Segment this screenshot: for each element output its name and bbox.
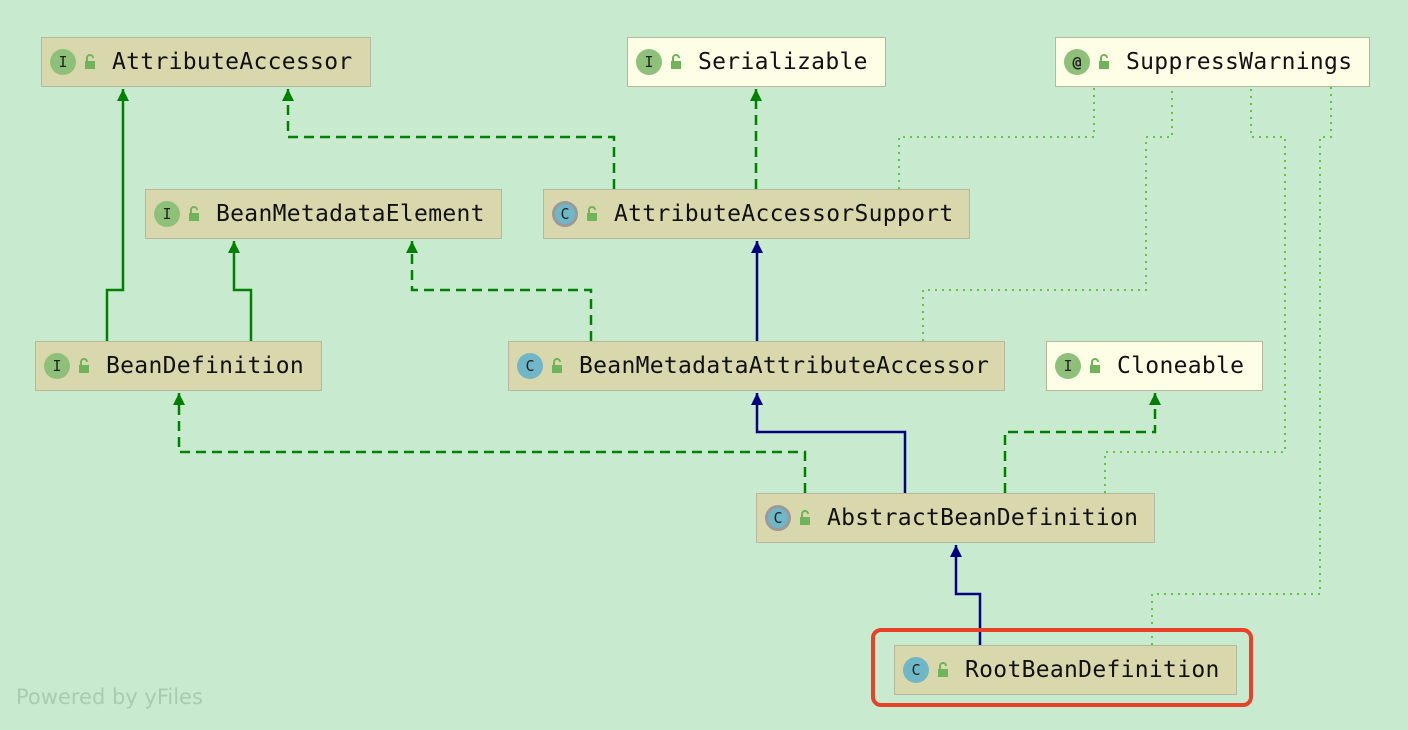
edge-extends-root-bean-definition-to-abstract-bean-definition <box>950 545 982 645</box>
unlocked-icon <box>938 662 948 677</box>
node-cloneable[interactable]: I Cloneable <box>1046 341 1263 391</box>
unlocked-icon <box>1099 54 1109 69</box>
selection-highlight <box>871 628 1253 707</box>
node-attribute-accessor-support[interactable]: C AttributeAccessorSupport <box>543 189 970 239</box>
edge-interface-extends-bean-definition-to-attribute-accessor <box>105 89 129 341</box>
node-name: RootBeanDefinition <box>965 657 1220 683</box>
interface-icon: I <box>154 201 180 227</box>
node-serializable[interactable]: I Serializable <box>627 37 886 87</box>
edge-interface-extends-bean-definition-to-bean-metadata-element <box>228 241 253 341</box>
node-abstract-bean-definition[interactable]: C AbstractBeanDefinition <box>756 493 1155 543</box>
edge-extends-abstract-bean-definition-to-bean-metadata-attribute-accessor <box>751 393 907 493</box>
class-icon: C <box>517 353 543 379</box>
interface-icon: I <box>44 353 70 379</box>
watermark: Powered by yFiles <box>16 685 203 709</box>
node-name: Cloneable <box>1117 353 1245 379</box>
class-icon: C <box>903 657 929 683</box>
edge-implements-bean-metadata-attribute-accessor-to-bean-metadata-element <box>406 241 593 341</box>
node-root-bean-definition[interactable]: C RootBeanDefinition <box>894 645 1237 695</box>
abstract-class-icon: C <box>552 201 578 227</box>
node-name: SuppressWarnings <box>1126 49 1353 75</box>
edge-annotated-with-attribute-accessor-support-to-suppress-warnings <box>898 87 1095 189</box>
unlocked-icon <box>800 510 810 525</box>
node-name: AbstractBeanDefinition <box>827 505 1139 531</box>
unlocked-icon <box>85 54 95 69</box>
node-name: BeanMetadataAttributeAccessor <box>579 353 990 379</box>
edge-implements-attribute-accessor-support-to-attribute-accessor <box>282 89 616 189</box>
edge-annotated-with-bean-metadata-attribute-accessor-to-suppress-warnings <box>922 87 1173 341</box>
node-bean-definition[interactable]: I BeanDefinition <box>35 341 322 391</box>
node-suppress-warnings[interactable]: @ SuppressWarnings <box>1055 37 1370 87</box>
edge-implements-abstract-bean-definition-to-cloneable <box>1003 393 1161 493</box>
edge-implements-abstract-bean-definition-to-bean-definition <box>173 393 807 493</box>
interface-icon: I <box>50 49 76 75</box>
unlocked-icon <box>552 358 562 373</box>
edge-annotated-with-root-bean-definition-to-suppress-warnings <box>1151 87 1332 645</box>
annotation-icon: @ <box>1064 49 1090 75</box>
unlocked-icon <box>587 206 597 221</box>
node-name: BeanMetadataElement <box>216 201 485 227</box>
node-bean-metadata-element[interactable]: I BeanMetadataElement <box>145 189 502 239</box>
node-name: BeanDefinition <box>106 353 305 379</box>
interface-icon: I <box>636 49 662 75</box>
abstract-class-icon: C <box>765 505 791 531</box>
unlocked-icon <box>1090 358 1100 373</box>
edge-annotated-with-abstract-bean-definition-to-suppress-warnings <box>1104 87 1286 493</box>
unlocked-icon <box>79 358 89 373</box>
node-attribute-accessor[interactable]: I AttributeAccessor <box>41 37 371 87</box>
node-name: Serializable <box>698 49 868 75</box>
interface-icon: I <box>1055 353 1081 379</box>
unlocked-icon <box>189 206 199 221</box>
node-name: AttributeAccessor <box>112 49 353 75</box>
unlocked-icon <box>671 54 681 69</box>
node-bean-metadata-attribute-accessor[interactable]: C BeanMetadataAttributeAccessor <box>508 341 1005 391</box>
node-name: AttributeAccessorSupport <box>614 201 954 227</box>
